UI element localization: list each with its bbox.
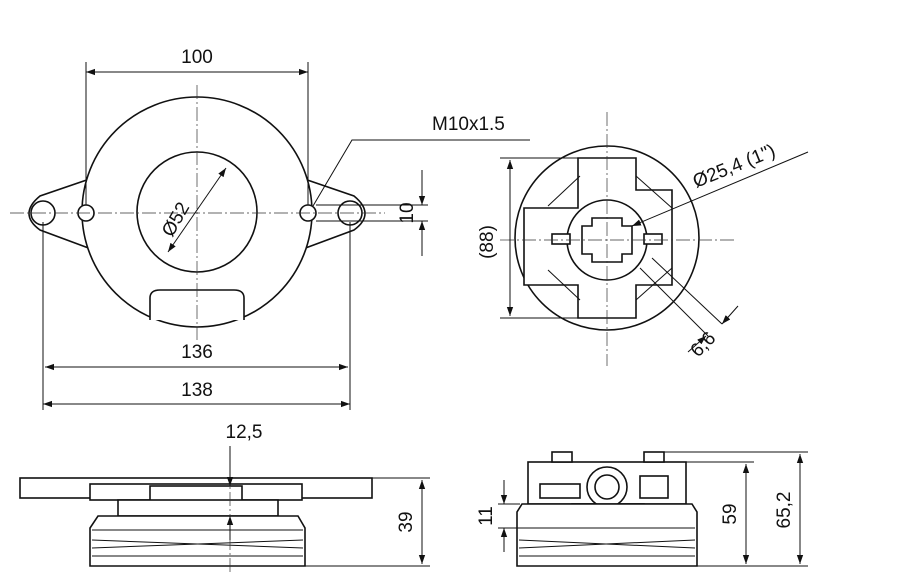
thread-leader	[312, 139, 530, 207]
dim-138-label: 138	[181, 380, 213, 401]
top-view-left: Ø52 100 M10x1.5 10 136 138	[10, 47, 530, 410]
offset-125-label: 12,5	[226, 422, 263, 443]
bore-dia-arrow	[167, 167, 227, 253]
dim-136-label: 136	[181, 342, 213, 363]
top-view-right: (88) Ø25,4 (1") 6,6	[477, 112, 809, 366]
dim-100-label: 100	[181, 47, 213, 68]
side-view-right: 11 59 65,2	[476, 451, 808, 567]
dim-652-label: 65,2	[774, 492, 795, 529]
key-right	[643, 233, 663, 245]
key-66-label: 6,6	[687, 328, 721, 362]
hole-dia-label: 10	[397, 202, 418, 223]
shaft-dia-leader	[631, 151, 809, 227]
dim-88-label: (88)	[477, 225, 498, 259]
key-left	[551, 233, 571, 245]
dim-11-label: 11	[476, 506, 497, 526]
thread-label: M10x1.5	[432, 114, 505, 135]
shaft-dia-label: Ø25,4 (1")	[690, 141, 779, 193]
dim-59-label: 59	[720, 503, 741, 524]
side-view-left: 12,5 39	[19, 422, 430, 572]
dim-39-label: 39	[396, 511, 417, 532]
side-lower-body	[516, 503, 698, 567]
